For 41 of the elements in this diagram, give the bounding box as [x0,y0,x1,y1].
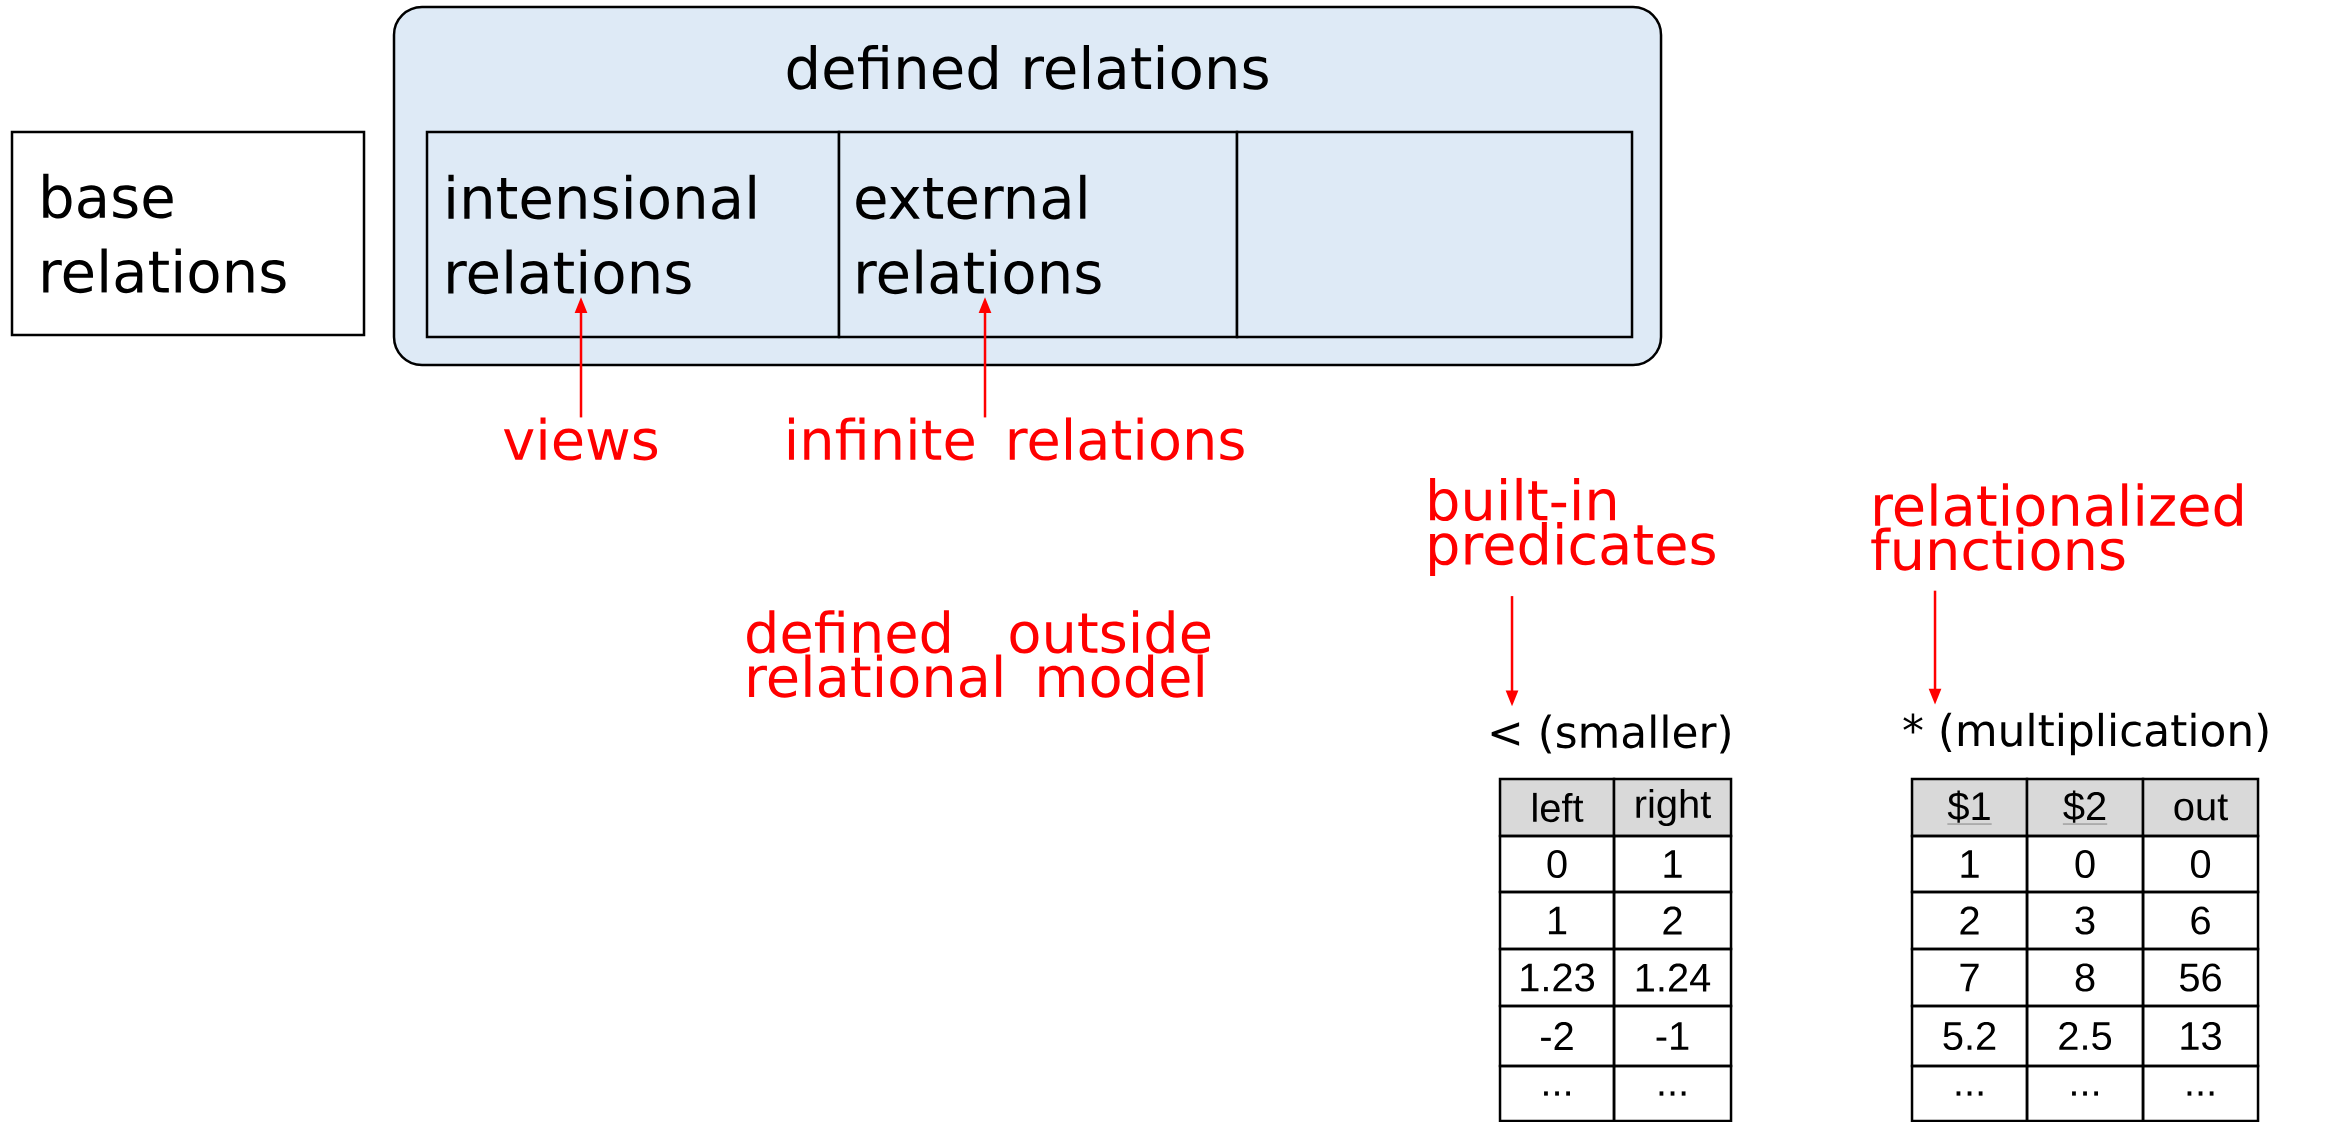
table-cell: 5.2 [1910,1004,2029,1068]
relation-box: intensional relations [425,130,841,339]
table-cell: right [1612,777,1733,838]
table-cell: 8 [2025,947,2145,1008]
table-cell: 3 [2025,890,2145,951]
table-cell: 2.5 [2025,1004,2145,1068]
table-cell: 2 [1910,890,2029,951]
table-cell: ... [1498,1064,1616,1122]
table-cell: left [1498,777,1616,838]
table-cell: 1.24 [1612,947,1733,1008]
annotation-text: built-in predicates [1430,477,1715,577]
table-cell: ... [1612,1064,1733,1122]
table-cell: ... [2025,1064,2145,1122]
table-cell: 0 [2025,834,2145,894]
table-cell: $1 [1910,777,2029,838]
operator-label: * (multiplication) [1903,712,2268,756]
table-cell: 0 [2141,834,2260,894]
table-cell: $2 [2025,777,2145,838]
relation-box [1235,130,1634,339]
table-cell: -1 [1612,1004,1733,1068]
annotation-text: infinite relations [788,417,1244,461]
annotation-text: relationalized functions [1871,483,2242,571]
table-cell: 56 [2141,947,2260,1008]
table-cell: ... [1910,1064,2029,1122]
annotation-text: views [503,417,658,461]
table-cell: 1.23 [1498,947,1616,1008]
table-cell: ... [2141,1064,2260,1122]
operator-label: < (smaller) [1491,714,1730,754]
relation-box: base relations [10,130,366,337]
relation-box: external relations [837,130,1239,339]
annotation-text: defined outside relational model [747,610,1211,698]
table-cell: 0 [1498,834,1616,894]
table-cell: 7 [1910,947,2029,1008]
table-cell: 1 [1910,834,2029,894]
table-cell: -2 [1498,1004,1616,1068]
table-cell: 2 [1612,890,1733,951]
table-cell: 1 [1498,890,1616,951]
table-cell: 1 [1612,834,1733,894]
table-cell: out [2141,777,2260,838]
table-cell: 13 [2141,1004,2260,1068]
table-cell: 6 [2141,890,2260,951]
